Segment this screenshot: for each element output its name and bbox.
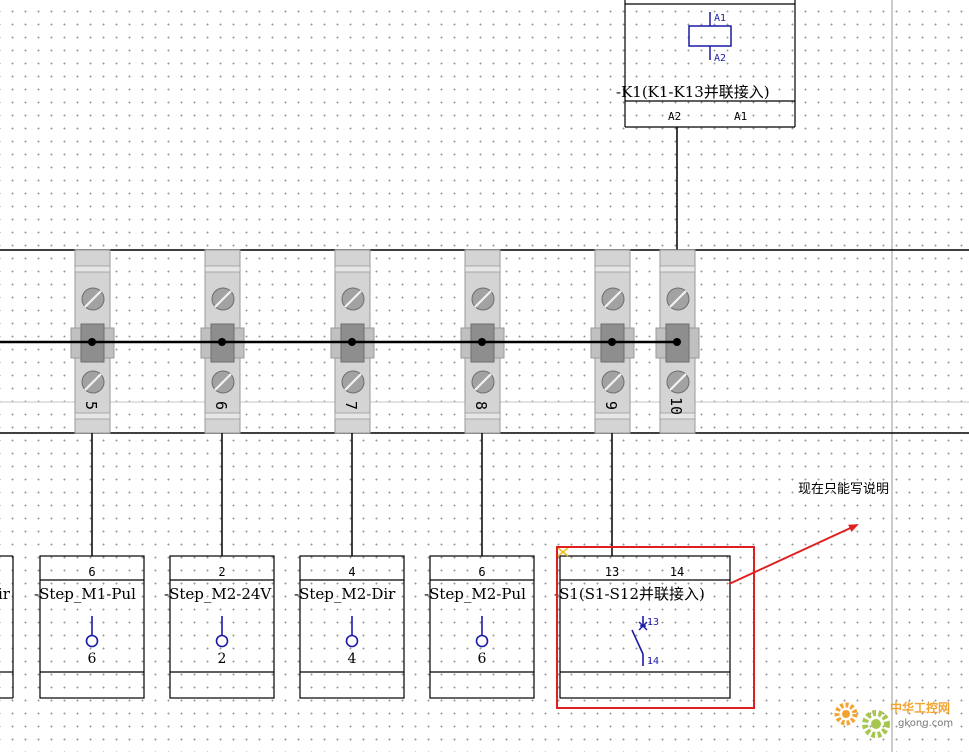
- device-label: -Step_M2-24V: [164, 585, 272, 603]
- connector-socket-icon: [215, 634, 229, 648]
- watermark-logo: 中华工控网 gkong.com: [834, 700, 953, 738]
- jumper-node: [673, 338, 681, 346]
- annotation-arrow-icon: [728, 524, 859, 585]
- annotation-text: 现在只能写说明: [798, 482, 889, 497]
- switch-pin-left: 13: [605, 565, 619, 579]
- device-top-pin: 6: [88, 565, 95, 579]
- contact-pin-bottom: 14: [647, 656, 659, 667]
- relay-k1[interactable]: A1 A2 -K1(K1-K13并联接入) A2 A1: [616, 0, 796, 128]
- gear-icon: [834, 702, 858, 726]
- device-bottom-pin: 6: [88, 651, 97, 667]
- device-label: -Step_M1-Pul: [34, 585, 136, 603]
- contact-pin-top: 13: [647, 617, 659, 628]
- switch-pin-right: 14: [670, 565, 684, 579]
- coil-pin-top: A1: [714, 13, 726, 24]
- terminal-number: 7: [342, 401, 360, 410]
- gear-icon: [862, 710, 890, 738]
- switch-contact-icon: [631, 616, 648, 666]
- device-top-pin: 6: [478, 565, 485, 579]
- coil-symbol: [688, 12, 732, 60]
- device-step-m2-pul[interactable]: 6 -Step_M2-Pul 6: [424, 555, 535, 699]
- device-bottom-pin: 6: [478, 651, 487, 667]
- switch-label: -S1(S1-S12并联接入): [554, 585, 705, 603]
- coil-pin-bottom: A2: [714, 53, 726, 64]
- device-step-m2-24v[interactable]: 2 -Step_M2-24V 2: [164, 555, 275, 699]
- terminal-number: 10: [667, 397, 685, 415]
- jumper-node: [478, 338, 486, 346]
- device-bottom-pin: 2: [218, 651, 227, 667]
- watermark-name: 中华工控网: [890, 700, 950, 715]
- connector-socket-icon: [475, 634, 489, 648]
- jumper-node: [88, 338, 96, 346]
- connector-socket-icon: [345, 634, 359, 648]
- relay-terminal-left: A2: [668, 110, 681, 123]
- device-top-pin: 4: [348, 565, 355, 579]
- device-label: -Step_M2-Pul: [424, 585, 526, 603]
- device-partial-left[interactable]: ir: [0, 555, 14, 699]
- highlight-box: [556, 546, 755, 709]
- device-top-pin: 2: [218, 565, 225, 579]
- relay-terminal-right: A1: [734, 110, 747, 123]
- device-step-m1-pul[interactable]: 6 -Step_M1-Pul 6: [34, 555, 145, 699]
- jumper-node: [348, 338, 356, 346]
- terminal-number: 5: [82, 401, 100, 410]
- watermark-url: gkong.com: [898, 718, 953, 729]
- device-label: ir: [0, 585, 11, 603]
- terminal-number: 9: [602, 401, 620, 410]
- connector-socket-icon: [85, 634, 99, 648]
- device-bottom-pin: 4: [348, 651, 357, 667]
- device-label: -Step_M2-Dir: [294, 585, 396, 603]
- switch-s1[interactable]: 13 14 -S1(S1-S12并联接入) 13 14: [554, 555, 731, 699]
- device-step-m2-dir[interactable]: 4 -Step_M2-Dir 4: [294, 555, 405, 699]
- jumper-node: [218, 338, 226, 346]
- relay-label: -K1(K1-K13并联接入): [616, 83, 770, 101]
- selection-anchor-icon: [557, 547, 569, 557]
- terminal-number: 6: [212, 401, 230, 410]
- jumper-node: [608, 338, 616, 346]
- terminal-number: 8: [472, 401, 490, 410]
